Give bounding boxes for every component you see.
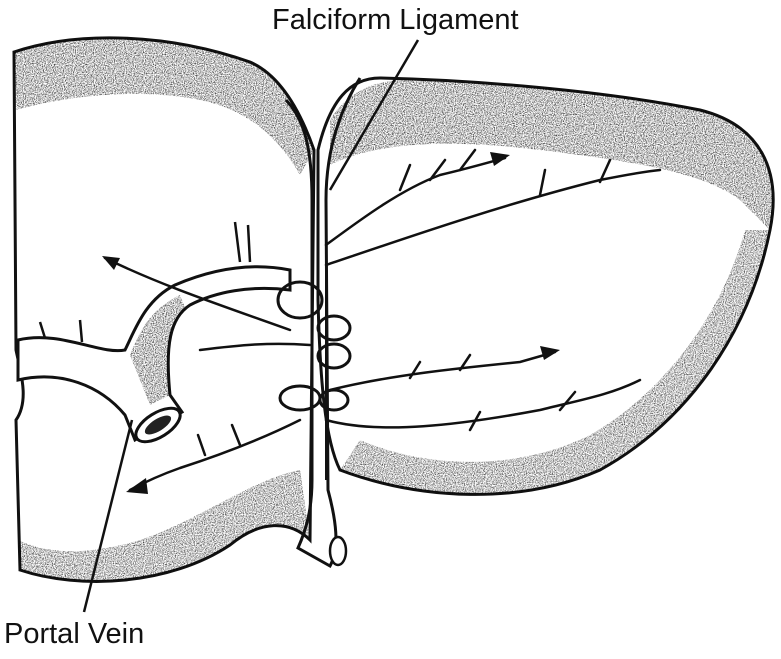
portal-vein-label: Portal Vein [4,620,144,649]
ligament-cut-end [330,537,346,565]
falciform-ligament-label: Falciform Ligament [272,6,519,35]
